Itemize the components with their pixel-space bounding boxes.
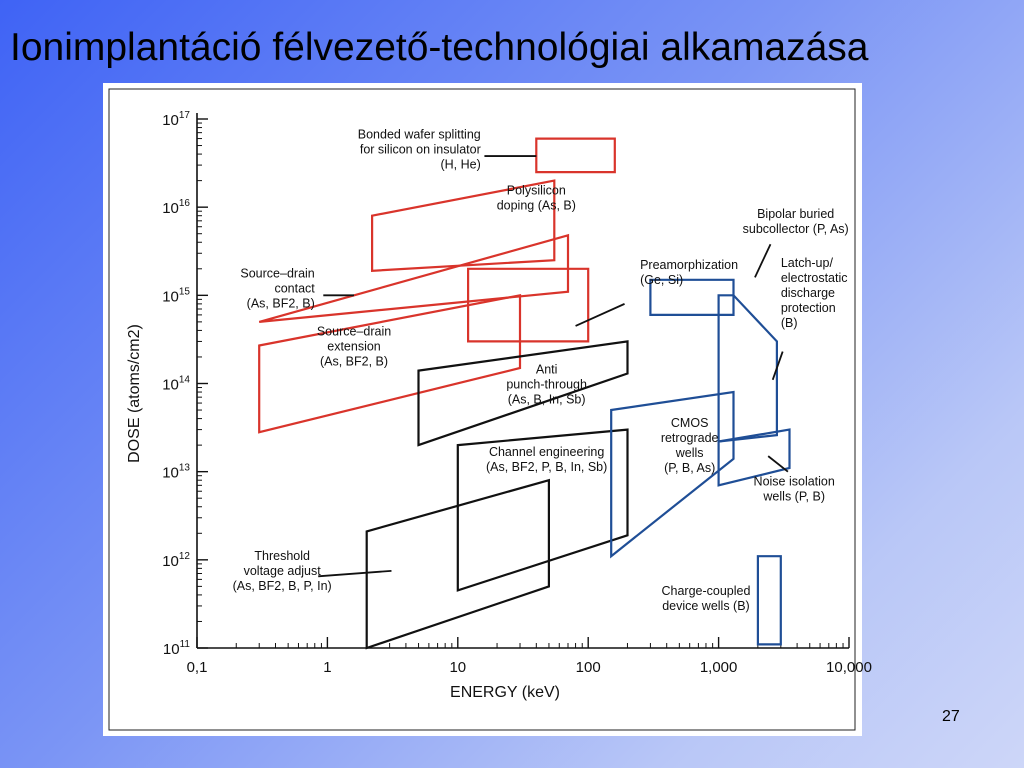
slide-title: Ionimplantáció félvezető-technológiai al…	[10, 26, 869, 69]
region-channel-engineering	[456, 428, 629, 592]
leader-bipolar-buried-subcollector	[754, 243, 772, 278]
region-polysilicon-doping	[371, 179, 556, 272]
region-bonded-wafer	[535, 137, 616, 174]
y-tick-label: 1012	[162, 551, 190, 570]
region-latch-up-protection	[717, 294, 779, 443]
y-tick-label: 1014	[162, 375, 190, 394]
region-charge-coupled-device-wells	[756, 555, 782, 646]
x-tick-label: 10,000	[826, 659, 872, 676]
page-number: 27	[942, 708, 960, 725]
y-tick-label: 1011	[163, 639, 191, 658]
region-source-drain-contact	[258, 233, 570, 323]
leader-threshold-voltage-adjust	[318, 569, 392, 578]
region-cmos-retrograde-wells	[610, 390, 735, 559]
region-source-drain-extension	[258, 293, 522, 434]
x-axis-title: ENERGY (keV)	[450, 684, 560, 701]
chart-axes: 0,1 1 10 100 1,000 10,000 1011 1012 1013 1014 1015…	[126, 110, 872, 701]
region-preamorphization	[467, 267, 590, 343]
x-tick-label: 10	[449, 659, 466, 676]
y-tick-label: 1016	[162, 198, 190, 217]
leader-noise-isolation-wells	[767, 455, 789, 473]
label-channel-engineering: Channel engineering(As, BF2, P, B, In, S…	[486, 445, 607, 474]
chart-frame	[108, 88, 856, 731]
y-tick-label: 1015	[162, 286, 190, 305]
leader-preamorphization	[575, 303, 625, 327]
x-tick-label: 1	[323, 659, 331, 676]
label-preamorphization: Preamorphization(Ge, Si)	[640, 258, 738, 287]
x-tick-label: 0,1	[187, 659, 208, 676]
y-tick-label: 1017	[162, 110, 190, 129]
region-bipolar-buried-subcollector	[649, 278, 735, 316]
x-tick-label: 100	[576, 659, 601, 676]
leader-latch-up-protection	[771, 351, 784, 381]
region-threshold-voltage-adjust	[365, 478, 550, 650]
region-noise-isolation-wells	[717, 428, 791, 487]
chart-regions	[258, 137, 791, 650]
y-axis-title: DOSE (atoms/cm2)	[126, 324, 143, 463]
y-tick-label: 1013	[162, 463, 190, 482]
dose-energy-chart: 0,1 1 10 100 1,000 10,000 1011 1012 1013 1014 1015…	[108, 88, 872, 731]
x-tick-label: 1,000	[700, 659, 738, 676]
region-anti-punch-through	[417, 340, 629, 447]
chart-panel: 0,1 1 10 100 1,000 10,000 1011 1012 1013 1014 1015…	[103, 83, 872, 736]
